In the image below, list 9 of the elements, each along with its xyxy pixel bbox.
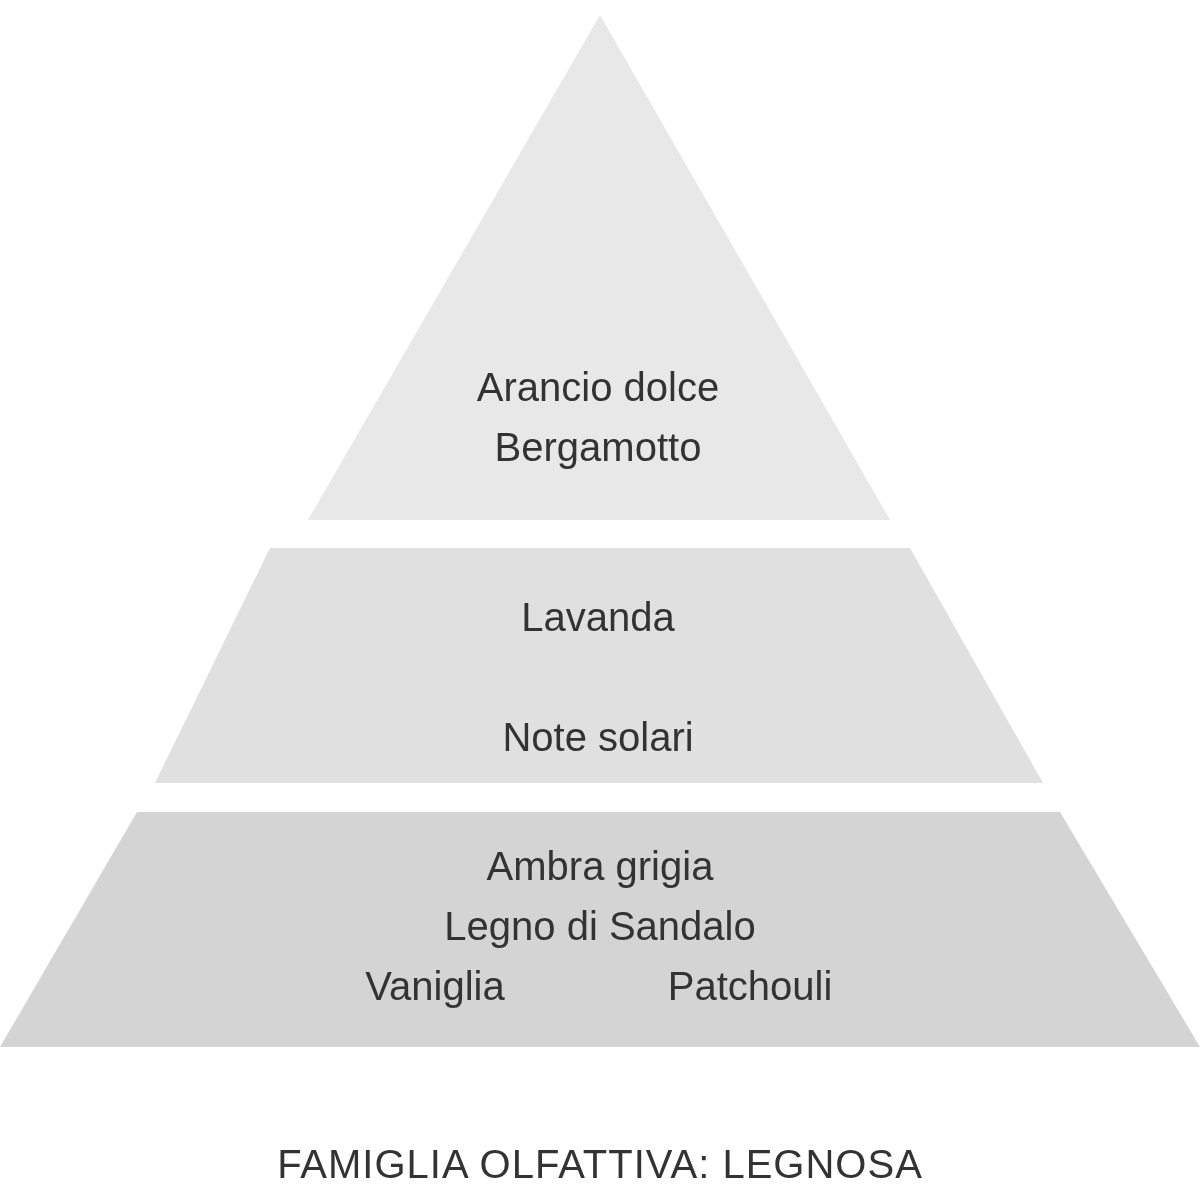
caption: FAMIGLIA OLFATTIVA: LEGNOSA — [276, 1142, 924, 1187]
note-label: Ambra grigia — [486, 844, 714, 888]
note-label: Patchouli — [667, 964, 833, 1008]
note-label: Note solari — [502, 715, 694, 759]
note-label: Bergamotto — [494, 425, 702, 469]
note-label: Lavanda — [521, 595, 675, 639]
note-label: Legno di Sandalo — [444, 904, 756, 948]
note-label: Arancio dolce — [476, 365, 720, 409]
note-label: Vaniglia — [365, 964, 505, 1008]
